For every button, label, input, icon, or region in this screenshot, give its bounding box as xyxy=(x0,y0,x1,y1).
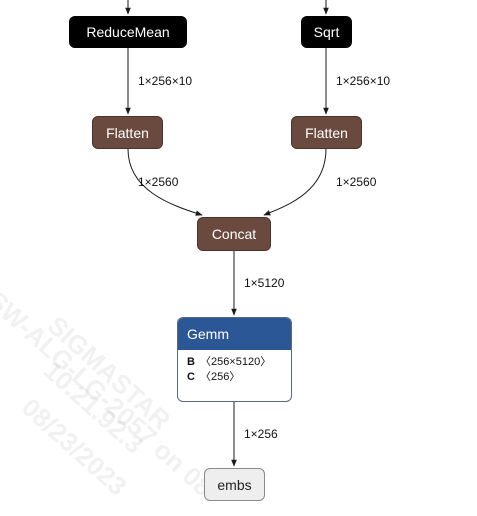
node-sqrt[interactable]: Sqrt xyxy=(301,16,352,48)
edge-flatten-left-concat xyxy=(127,148,203,216)
edge-label-concat-gemm: 1×5120 xyxy=(244,276,285,290)
edge-flatten-right-concat xyxy=(263,148,327,216)
edge-label-gemm-embs: 1×256 xyxy=(244,427,278,441)
node-reducemean[interactable]: ReduceMean xyxy=(69,16,187,48)
gemm-attr-name: B xyxy=(187,356,195,368)
node-flatten-right[interactable]: Flatten xyxy=(291,116,362,149)
edge-label-sqrt-flatten: 1×256×10 xyxy=(336,74,391,88)
edge-label-flatten-left-concat: 1×2560 xyxy=(138,175,179,189)
edge-label-reducemean-flatten: 1×256×10 xyxy=(138,74,193,88)
edge-label-flatten-right-concat: 1×2560 xyxy=(336,175,377,189)
gemm-attr-row: C 〈256〉 xyxy=(187,370,282,385)
gemm-attributes: B 〈256×5120〉 C 〈256〉 xyxy=(178,350,291,390)
node-flatten-left[interactable]: Flatten xyxy=(92,116,163,149)
node-concat[interactable]: Concat xyxy=(197,217,271,251)
gemm-attr-value: 〈256〉 xyxy=(199,371,241,383)
node-embs[interactable]: embs xyxy=(204,468,265,501)
gemm-attr-value: 〈256×5120〉 xyxy=(199,356,272,368)
gemm-attr-name: C xyxy=(187,371,195,383)
gemm-title: Gemm xyxy=(178,318,291,350)
gemm-attr-row: B 〈256×5120〉 xyxy=(187,355,282,370)
node-gemm[interactable]: Gemm B 〈256×5120〉 C 〈256〉 xyxy=(177,317,292,402)
